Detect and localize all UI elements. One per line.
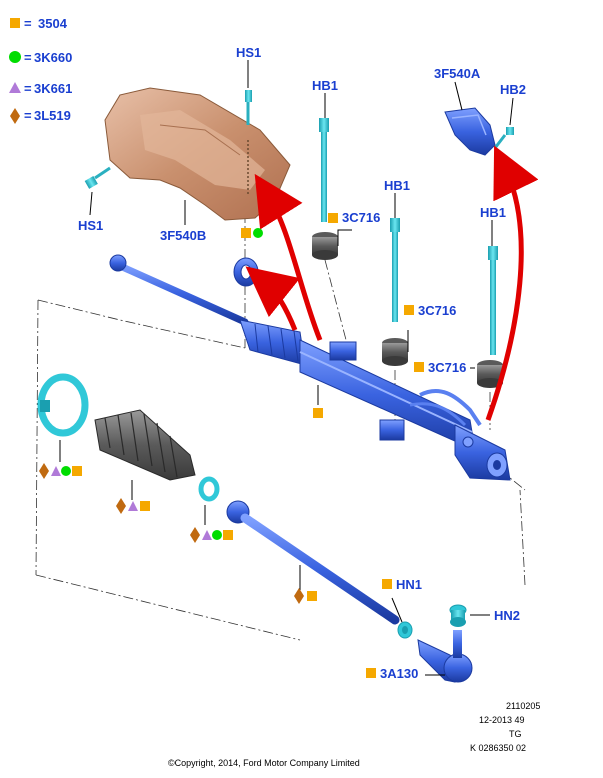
legend-code: 3K660 — [34, 50, 72, 65]
bush-3c716-a — [312, 232, 338, 260]
label-hb2: HB2 — [500, 82, 526, 97]
orange-square-icon — [10, 18, 20, 28]
svg-text:=: = — [24, 50, 32, 65]
boot-clamp-small — [198, 476, 220, 502]
legend-item-3l519: = 3L519 — [10, 108, 71, 124]
bush-3c716-b — [382, 338, 408, 366]
heat-shield-3f540b — [104, 87, 291, 221]
label-3f540a: 3F540A — [434, 66, 481, 81]
label-hn1: HN1 — [396, 577, 422, 592]
legend: = 3504 = 3K660 = 3K661 = 3L519 — [9, 16, 72, 124]
bush-3c716-c — [477, 360, 503, 388]
legend-item-3k661: = 3K661 — [9, 81, 72, 96]
heat-shield-3f540a — [444, 107, 496, 156]
label-hb1-a: HB1 — [312, 78, 338, 93]
copyright: ©Copyright, 2014, Ford Motor Company Lim… — [168, 758, 360, 768]
bolt-hb1-a — [319, 118, 329, 222]
legend-code: 3K661 — [34, 81, 72, 96]
label-hn2: HN2 — [494, 608, 520, 623]
inner-tie-rod — [226, 500, 400, 625]
nut-hn2 — [449, 604, 467, 627]
footer-line-3: TG — [509, 729, 522, 739]
svg-text:=: = — [24, 81, 32, 96]
nut-hn1 — [397, 621, 413, 639]
bolt-hs1-left — [84, 166, 111, 189]
tie-rod-end-3a130 — [417, 630, 473, 683]
bolt-hb1-c — [488, 246, 498, 355]
label-hb1-c: HB1 — [480, 205, 506, 220]
label-3a130: 3A130 — [380, 666, 418, 681]
callout-labels: HS1 HS1 3F540B HB1 HB1 HB1 3F540A HB2 3C… — [78, 45, 526, 681]
bolt-hb1-b — [390, 218, 400, 322]
legend-code: 3504 — [38, 16, 68, 31]
label-3c716-b: 3C716 — [418, 303, 456, 318]
steering-rack — [109, 254, 511, 481]
steering-gear-boot — [94, 409, 196, 481]
footer: 2110205 12-2013 49 TG K 0286350 02 ©Copy… — [168, 701, 540, 768]
brown-diamond-icon — [10, 108, 20, 124]
label-3f540b: 3F540B — [160, 228, 206, 243]
boot-clamp-large — [37, 373, 89, 437]
label-3c716-c: 3C716 — [428, 360, 466, 375]
purple-triangle-icon — [9, 82, 21, 93]
leader-lines — [59, 60, 514, 676]
legend-item-3k660: = 3K660 — [9, 50, 72, 65]
callout-symbols — [39, 213, 424, 678]
label-3c716-a: 3C716 — [342, 210, 380, 225]
footer-line-1: 2110205 — [506, 701, 540, 711]
bolt-hs1-top — [245, 90, 252, 125]
footer-line-4: K 0286350 02 — [470, 743, 526, 753]
assembly-arrows — [245, 145, 539, 421]
legend-item-3504: = 3504 — [10, 16, 68, 31]
svg-text:=: = — [24, 16, 32, 31]
legend-code: 3L519 — [34, 108, 71, 123]
svg-text:=: = — [24, 108, 32, 123]
bolt-hb2 — [493, 127, 514, 149]
label-hs1-top: HS1 — [236, 45, 261, 60]
label-hs1-left: HS1 — [78, 218, 103, 233]
mount-insulator — [233, 257, 259, 287]
green-circle-icon — [9, 51, 21, 63]
footer-line-2: 12-2013 49 — [479, 715, 525, 725]
label-hb1-b: HB1 — [384, 178, 410, 193]
